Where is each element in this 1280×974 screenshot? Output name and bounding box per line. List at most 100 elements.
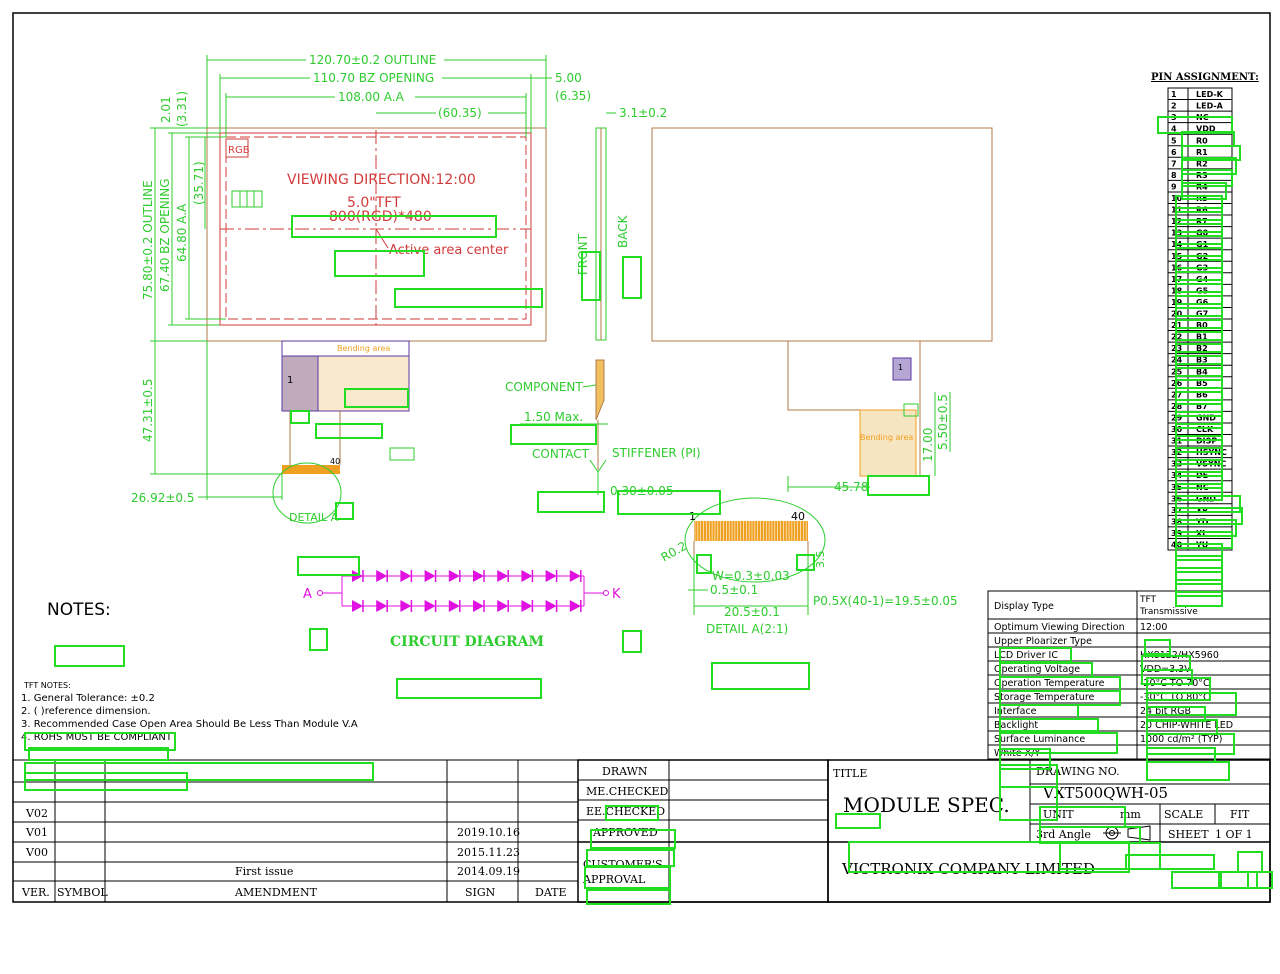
fpc-pin1-label: 1: [287, 375, 293, 386]
spec-label: Operating Voltage: [994, 664, 1080, 675]
max-label: 1.50 Max.: [524, 410, 583, 424]
annotation-box: [1175, 363, 1223, 381]
pin-number: 4: [1171, 125, 1177, 134]
dim-outline-width: 120.70±0.2 OUTLINE: [309, 53, 436, 67]
component-label: COMPONENT: [505, 380, 583, 394]
led-diode-icon: [400, 570, 412, 582]
annotation-box: [835, 813, 881, 829]
spec-value: Transmissive: [1139, 607, 1198, 617]
pin-signal: LED-K: [1196, 90, 1224, 99]
pin-signal: LED-A: [1196, 102, 1224, 111]
side-view: 3.1±0.2 FRONT BACK COMPONENT 1.50 Max. C…: [505, 106, 701, 498]
rev-ver: V00: [25, 846, 48, 859]
note-line-4: 4. ROHS MUST BE COMPLIANT: [21, 732, 173, 743]
annotation-box: [1175, 351, 1223, 369]
back-view: Bending area 1 17.00 5.50±0.5 45.78: [651, 127, 993, 494]
annotation-box: [1175, 387, 1223, 405]
led-diode-icon: [545, 570, 557, 582]
annotation-box: [1175, 279, 1223, 297]
dim-bg: [306, 52, 444, 66]
led-diode-icon: [497, 570, 509, 582]
pin-signal: B1: [1196, 333, 1208, 342]
annotation-box: [1247, 871, 1273, 889]
dim-top-201: 2.01: [159, 96, 173, 123]
annotation-box: [1175, 579, 1223, 597]
led-array: [342, 570, 584, 612]
pin-number: 1: [1171, 90, 1177, 99]
detail-pin40: 40: [791, 510, 805, 523]
annotation-box: [1146, 761, 1230, 781]
spec-value: 12:00: [1140, 622, 1167, 633]
pin-signal: B0: [1196, 321, 1208, 330]
dim-right-5: 5.00: [555, 71, 582, 85]
spec-label: Operation Temperature: [994, 678, 1105, 689]
dim-outline-height: 75.80±0.2 OUTLINE: [141, 180, 155, 300]
annotation-box: [335, 502, 354, 520]
tft-size-label: 5.0"TFT: [347, 195, 401, 211]
pin-signal: GND: [1196, 494, 1216, 503]
anode-label: A: [303, 587, 312, 602]
pin-signal: G6: [1196, 298, 1209, 307]
scale-value: FIT: [1230, 808, 1250, 821]
detail-pins: [693, 521, 809, 560]
annotation-box: [1175, 303, 1223, 321]
notes-title: NOTES:: [47, 600, 111, 620]
me-checked-label: ME.CHECKED: [586, 785, 668, 798]
back-bending-label: Bending area: [860, 433, 913, 442]
annotation-box: [1144, 639, 1171, 655]
annotation-box: [999, 748, 1051, 770]
pin-signal: XR: [1196, 506, 1208, 515]
rev-header-date: DATE: [535, 886, 567, 899]
notes-block: NOTES: TFT NOTES: 1. General Tolerance: …: [21, 600, 358, 743]
annotation-box: [1175, 255, 1223, 273]
stiffener-label: STIFFENER (PI): [612, 446, 701, 460]
pin-signal: G0: [1196, 229, 1209, 238]
dim-bz-height: 67.40 BZ OPENING: [158, 179, 172, 293]
annotation-box: [1175, 339, 1223, 357]
annotation-box: [1175, 531, 1233, 549]
scale-label: SCALE: [1164, 808, 1203, 821]
pin-signal: XL: [1196, 529, 1207, 538]
back-pad: [903, 403, 919, 417]
pin-number: 5: [1171, 136, 1177, 145]
annotation-box: [54, 645, 125, 667]
annotation-box: [394, 288, 543, 308]
annotation-box: [1175, 459, 1223, 477]
annotation-box: [1175, 471, 1223, 489]
dim-right-635: (6.35): [555, 89, 591, 103]
annotation-box: [1159, 854, 1215, 870]
led-diode-icon: [400, 600, 412, 612]
annotation-box: [309, 628, 328, 651]
annotation-box: [24, 762, 374, 781]
company-name: VICTRONIX COMPANY LIMITED: [841, 860, 1095, 878]
annotation-box: [1175, 219, 1223, 237]
contact-label: CONTACT: [532, 447, 590, 461]
spec-label: Interface: [994, 706, 1037, 717]
led-diode-icon: [569, 600, 581, 612]
pin-signal: R1: [1196, 148, 1208, 157]
annotation-box: [1146, 677, 1211, 701]
led-diode-icon: [448, 600, 460, 612]
detail-dim-35: 3.5: [814, 551, 827, 569]
rgb-box: [225, 138, 249, 158]
annotation-box: [584, 866, 671, 889]
annotation-box: [1146, 692, 1237, 716]
dim-fpc-offset: 26.92±0.5: [131, 491, 195, 505]
note-line-2: 2. ( )reference dimension.: [21, 706, 151, 717]
led-diode-icon: [448, 570, 460, 582]
annotation-box: [537, 491, 605, 513]
annotation-box: [291, 215, 497, 238]
spec-value: 24 bit RGB: [1140, 706, 1191, 717]
annotation-box: [605, 805, 659, 821]
annotation-box: [796, 554, 815, 571]
fpc-pin40-label: 40: [330, 457, 340, 466]
pin-signal: R6: [1196, 206, 1208, 215]
annotation-box: [1175, 207, 1223, 225]
annotation-box: [590, 829, 676, 849]
detail-width: W=0.3±0.03: [712, 569, 790, 583]
annotation-box: [1171, 871, 1222, 889]
annotation-box: [848, 841, 1130, 873]
annotation-box: [1146, 733, 1235, 755]
annotation-box: [999, 732, 1118, 754]
annotation-box: [1175, 423, 1223, 441]
